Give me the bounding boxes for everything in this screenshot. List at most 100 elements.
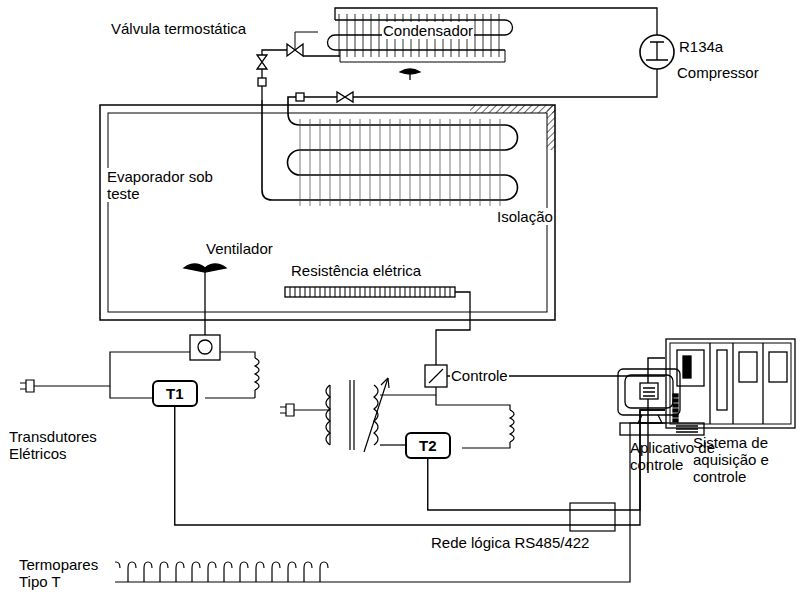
evaporator-fins (410, 119, 411, 206)
thermocouple-probes (208, 562, 216, 582)
condenser-fins (347, 14, 348, 57)
heater-windings (420, 287, 421, 297)
condenser-return (340, 50, 505, 62)
rack-part (709, 343, 710, 424)
variac-arrowhead (381, 378, 389, 388)
part-label: Isolação (496, 208, 554, 225)
transducer-name: T1 (166, 385, 184, 402)
heater-windings (385, 287, 386, 297)
signal-cable (428, 410, 665, 510)
thermocouple-probes (144, 562, 152, 582)
service-valve (257, 55, 267, 69)
fan-motor (190, 335, 220, 360)
current-coil (255, 358, 259, 390)
computer-drawing (606, 367, 716, 437)
relay-switch (429, 369, 443, 383)
sense-wire (380, 444, 405, 445)
computer-part (676, 426, 698, 432)
heater-windings (390, 287, 391, 297)
heater-windings (320, 287, 321, 297)
part-label: Ventilador (205, 240, 274, 257)
insulation-hatch (470, 105, 555, 113)
heater-windings (370, 287, 371, 297)
device-label: Aplicativo de controle (630, 439, 748, 473)
heater-windings (295, 287, 296, 297)
chamber-outer-wall (100, 105, 555, 320)
heater-windings (405, 287, 406, 297)
compressor-symbol (640, 35, 674, 69)
condenser-fins (339, 14, 340, 57)
suction-pipe (304, 69, 657, 97)
heater-windings (435, 287, 436, 297)
control-relay (425, 365, 447, 387)
evaporator-fins (340, 119, 341, 206)
heater-windings (365, 287, 366, 297)
rack-part (673, 394, 678, 397)
thermocouples (108, 423, 665, 582)
evaporator-fins (350, 119, 351, 206)
transducer-name: T2 (419, 437, 437, 454)
power-plug (280, 404, 294, 416)
heater-windings (445, 287, 446, 297)
thermocouple-probes (192, 562, 200, 582)
heater-windings (425, 287, 426, 297)
evaporator-fins (380, 119, 381, 206)
condenser-fins (371, 14, 372, 57)
thermocouple-probes (256, 562, 264, 582)
computer-part (625, 375, 673, 408)
rack-part (732, 343, 733, 424)
suction-valve (337, 92, 353, 102)
rack-part (666, 339, 795, 428)
heater-windings (300, 287, 301, 297)
heater-windings (310, 287, 311, 297)
thermocouple-probes (112, 562, 328, 582)
thermocouple-probes (304, 562, 312, 582)
fan-blade (184, 264, 226, 272)
rack-part (769, 352, 787, 382)
rack-part (677, 350, 704, 386)
sight-glass (296, 93, 304, 101)
valve-capillary (295, 32, 318, 50)
rack-part (739, 352, 757, 382)
heater-windings (410, 287, 411, 297)
acquisition-rack: Sistema de aquisição e controle (665, 338, 798, 485)
thermocouple-probes (272, 562, 280, 582)
sense-wire (254, 390, 255, 398)
transducer-box: T1 (152, 380, 198, 407)
part-label: Resistência elétrica (290, 262, 422, 279)
variac-core (330, 380, 354, 450)
part-label: Evaporador sob teste (106, 168, 233, 202)
heater-windings (355, 287, 356, 297)
thermocouple-probes (240, 562, 248, 582)
fan-assembly (184, 264, 226, 360)
control-computer: Aplicativo de controle (606, 367, 758, 473)
thermocouple-probes (288, 562, 296, 582)
evaporator-fins (390, 119, 391, 206)
thermocouple-probes (176, 562, 184, 582)
heater-windings (440, 287, 441, 297)
thermocouple-probes (128, 562, 136, 582)
network (570, 503, 615, 531)
part-label: Rede lógica RS485/422 (430, 534, 590, 551)
rack-part (762, 343, 763, 424)
heater-wire (436, 292, 470, 365)
condenser-fins (475, 14, 476, 57)
part-label: Condensador (382, 22, 474, 39)
heater-windings (450, 287, 451, 297)
heater-windings (415, 287, 416, 297)
heater-windings (325, 287, 326, 297)
supply-wire (436, 395, 510, 410)
evaporator-fins (500, 119, 501, 206)
liquid-pipe (261, 86, 262, 100)
evaporator-fins (420, 119, 421, 206)
rack-outline (666, 339, 795, 428)
computer-part (640, 383, 658, 399)
computer-outline (618, 369, 704, 435)
network-converter (570, 503, 615, 531)
heater-windings (305, 287, 306, 297)
fan-shaft (204, 272, 205, 335)
heater-windings (400, 287, 401, 297)
condenser-fins (379, 14, 380, 57)
heater-wiring (280, 378, 514, 452)
